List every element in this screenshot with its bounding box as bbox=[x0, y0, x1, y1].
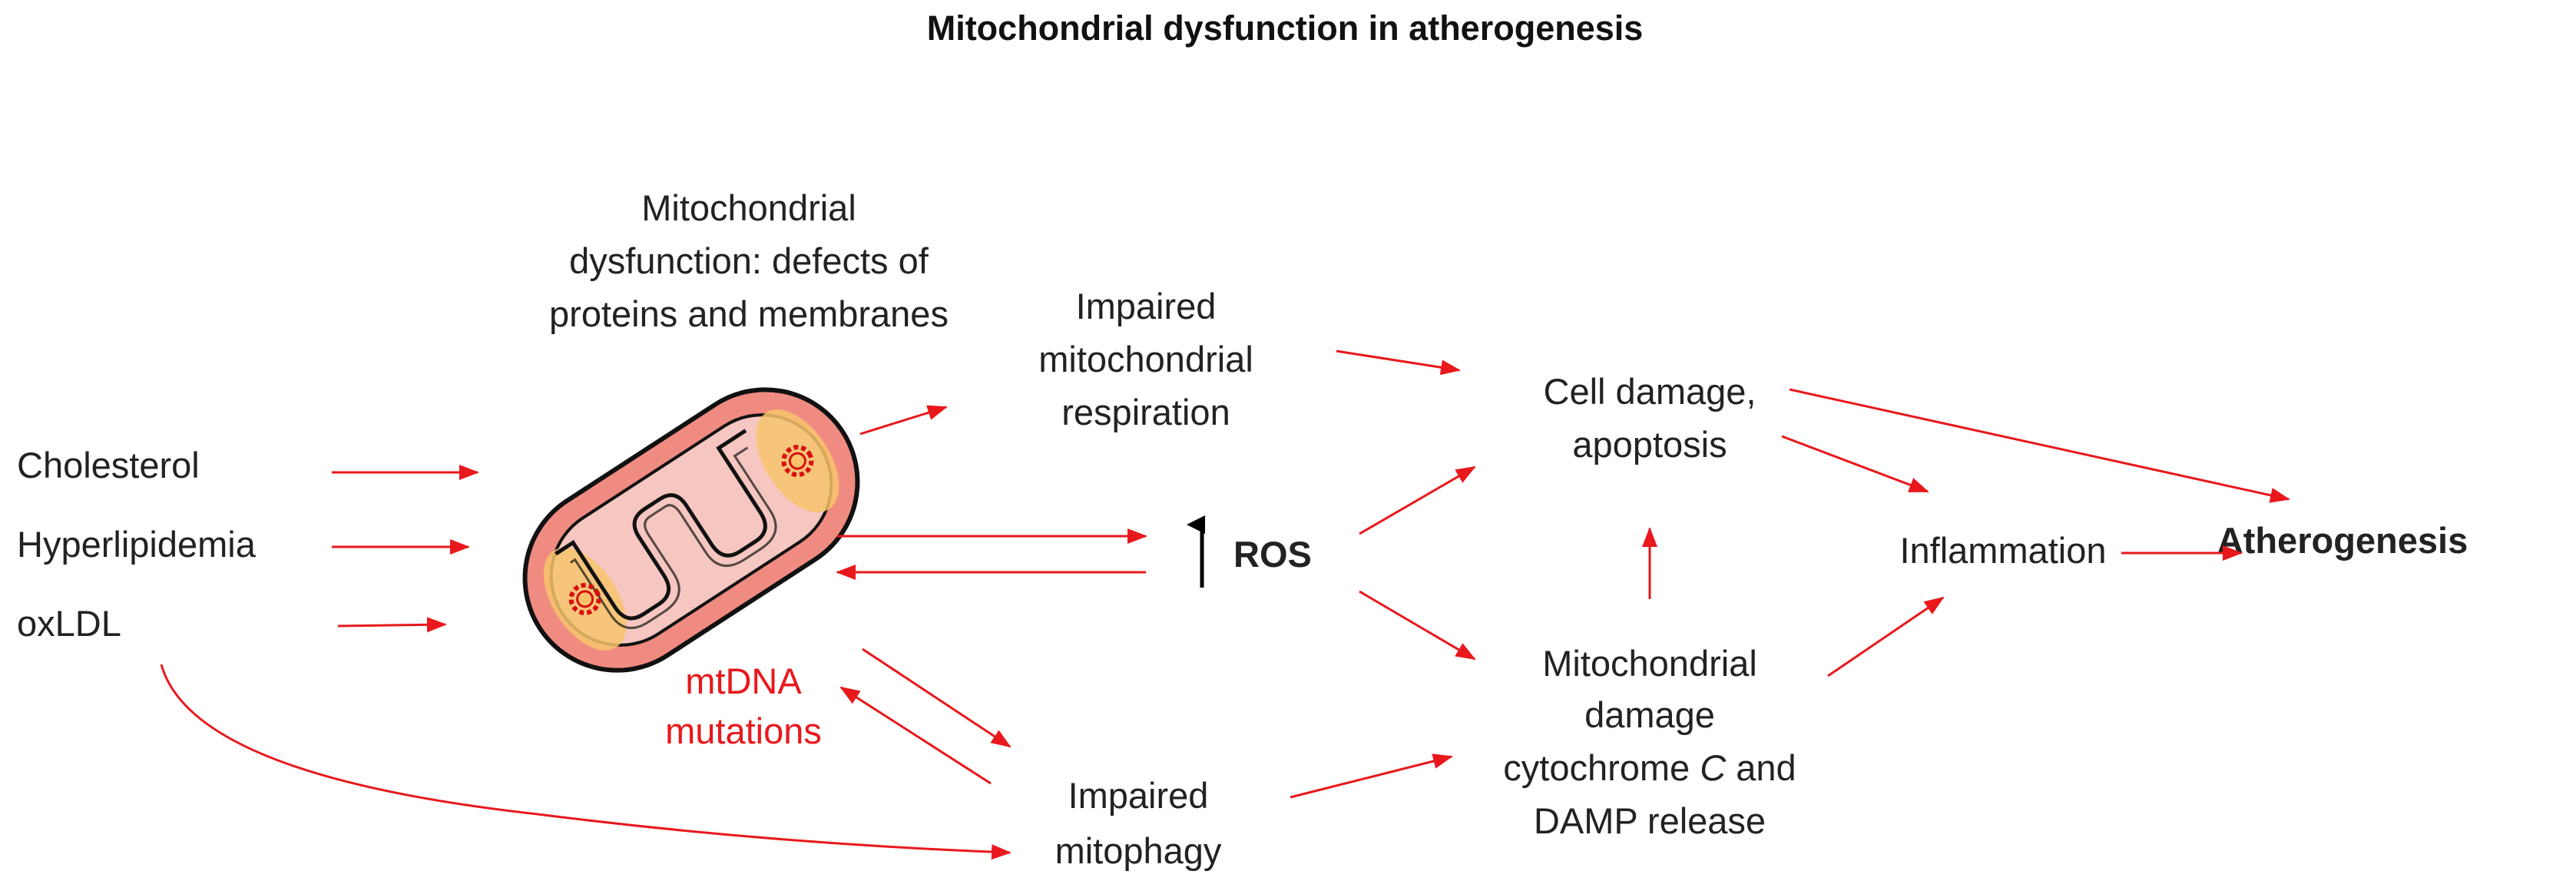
svg-text:proteins and membranes: proteins and membranes bbox=[549, 293, 949, 334]
node-inflammation: Inflammation bbox=[1899, 530, 2106, 571]
svg-text:apoptosis: apoptosis bbox=[1572, 424, 1727, 465]
node-impaired-mitophagy: Impaired mitophagy bbox=[1055, 775, 1222, 871]
svg-text:cytochrome C and: cytochrome C and bbox=[1503, 747, 1796, 788]
node-atherogenesis: Atherogenesis bbox=[2217, 520, 2468, 561]
svg-text:mitochondrial: mitochondrial bbox=[1038, 339, 1253, 379]
node-hyperlipidemia: Hyperlipidemia bbox=[17, 524, 257, 565]
node-cell-damage: Cell damage, apoptosis bbox=[1544, 371, 1757, 465]
arrows bbox=[160, 349, 2290, 860]
arrow-respiration-to-cell-damage bbox=[1336, 349, 1461, 376]
arrow-oxldl-to-mito bbox=[337, 617, 447, 633]
arrow-cell-damage-to-inflammation bbox=[1781, 435, 1929, 493]
svg-text:Impaired: Impaired bbox=[1068, 775, 1209, 816]
arrow-mitophagy-to-mito bbox=[839, 686, 992, 785]
arrow-ros-to-mito-damage bbox=[1359, 590, 1476, 661]
arrow-mito-damage-to-inflammation bbox=[1827, 596, 1945, 677]
svg-text:mutations: mutations bbox=[665, 710, 822, 751]
node-impaired-respiration: Impaired mitochondrial respiration bbox=[1038, 286, 1253, 432]
svg-text:damage: damage bbox=[1584, 694, 1715, 735]
arrow-cell-damage-to-atherogenesis bbox=[1789, 388, 2290, 503]
svg-text:DAMP release: DAMP release bbox=[1534, 800, 1766, 841]
svg-text:mtDNA: mtDNA bbox=[685, 661, 802, 701]
diagram-title: Mitochondrial dysfunction in atherogenes… bbox=[927, 8, 1644, 48]
arrow-mito-to-mitophagy bbox=[862, 648, 1012, 748]
node-mito-dysfunction-label: Mitochondrial dysfunction: defects of pr… bbox=[549, 187, 949, 334]
arrow-oxldl-to-mitophagy bbox=[160, 664, 1012, 860]
node-mito-damage: Mitochondrial damage cytochrome C and DA… bbox=[1503, 643, 1796, 841]
svg-text:respiration: respiration bbox=[1061, 392, 1230, 432]
arrow-mitophagy-to-mito-damage bbox=[1290, 754, 1453, 799]
node-mtdna-mutations: mtDNA mutations bbox=[665, 661, 822, 751]
node-ros: ROS bbox=[1187, 515, 1312, 588]
svg-text:Mitochondrial: Mitochondrial bbox=[641, 187, 856, 228]
svg-text:Mitochondrial: Mitochondrial bbox=[1542, 643, 1757, 684]
svg-text:Impaired: Impaired bbox=[1076, 286, 1217, 326]
svg-text:Cell damage,: Cell damage, bbox=[1544, 371, 1757, 412]
arrow-ros-to-cell-damage bbox=[1359, 465, 1476, 535]
mitochondrion-illustration bbox=[522, 387, 860, 673]
node-oxldl: oxLDL bbox=[17, 603, 121, 644]
svg-text:dysfunction: defects of: dysfunction: defects of bbox=[569, 240, 929, 281]
svg-text:mitophagy: mitophagy bbox=[1055, 830, 1222, 871]
node-cholesterol: Cholesterol bbox=[17, 445, 200, 485]
arrow-mito-to-respiration bbox=[859, 405, 948, 436]
svg-text:ROS: ROS bbox=[1233, 534, 1312, 575]
